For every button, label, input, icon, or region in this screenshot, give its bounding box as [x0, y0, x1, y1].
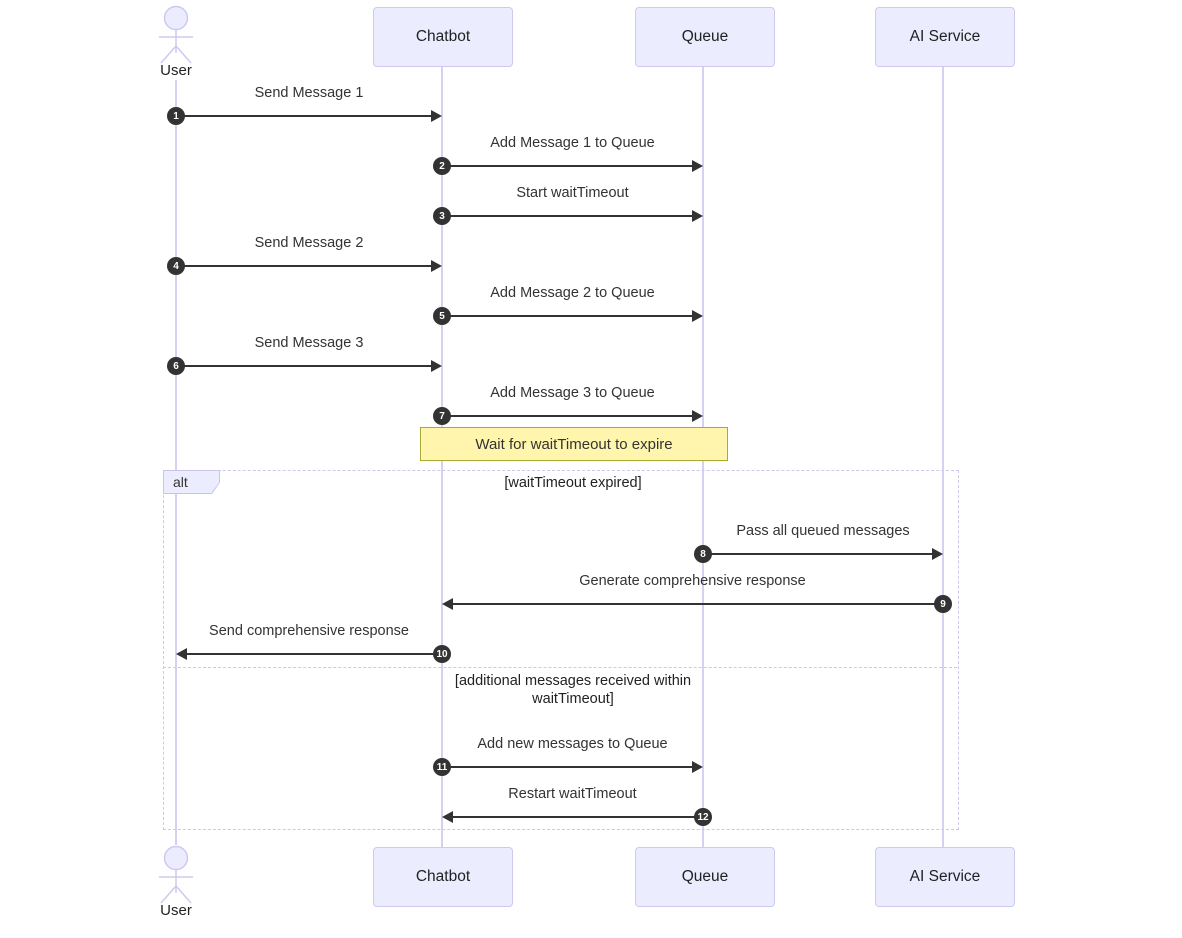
note-box: Wait for waitTimeout to expire	[420, 427, 728, 461]
message-arrow-line	[444, 315, 698, 317]
message-arrow-line	[447, 603, 941, 605]
sequence-number-badge: 3	[433, 207, 451, 225]
user-stick-figure-top	[159, 5, 193, 64]
message-5: Add Message 2 to Queue 5	[433, 285, 703, 325]
sequence-number-badge: 7	[433, 407, 451, 425]
arrowhead-icon	[176, 648, 187, 660]
alt-frame	[163, 470, 959, 830]
actor-label-user-bottom: User	[160, 902, 192, 919]
message-label: Add Message 1 to Queue	[490, 135, 655, 151]
arrowhead-icon	[932, 548, 943, 560]
message-label: Generate comprehensive response	[579, 573, 806, 589]
message-arrow-line	[705, 553, 938, 555]
user-stick-figure-bottom	[159, 845, 193, 904]
arrowhead-icon	[431, 110, 442, 122]
participant-ai-service-top: AI Service	[875, 7, 1015, 67]
arrowhead-icon	[692, 310, 703, 322]
arrowhead-icon	[692, 160, 703, 172]
message-arrow-line	[444, 215, 698, 217]
message-12: Restart waitTimeout 12	[442, 786, 712, 826]
participant-queue-top: Queue	[635, 7, 775, 67]
sequence-number-badge: 2	[433, 157, 451, 175]
participant-chatbot-bottom: Chatbot	[373, 847, 513, 907]
message-arrow-line	[444, 165, 698, 167]
message-label: Send Message 2	[254, 235, 364, 251]
message-arrow-line	[444, 766, 698, 768]
message-2: Add Message 1 to Queue 2	[433, 135, 703, 175]
message-6: Send Message 3 6	[167, 335, 442, 375]
alt-condition-1: [waitTimeout expired]	[504, 475, 642, 491]
message-8: Pass all queued messages 8	[694, 523, 943, 563]
sequence-number-badge: 8	[694, 545, 712, 563]
sequence-number-badge: 5	[433, 307, 451, 325]
message-label: Start waitTimeout	[516, 185, 629, 201]
message-label: Add Message 2 to Queue	[490, 285, 655, 301]
message-9: Generate comprehensive response 9	[442, 573, 952, 613]
arrowhead-icon	[692, 210, 703, 222]
message-label: Send comprehensive response	[209, 623, 409, 639]
alt-label-tag: alt	[163, 470, 220, 494]
message-label: Pass all queued messages	[736, 523, 910, 539]
lifeline-ai-service	[942, 65, 944, 847]
participant-queue-bottom: Queue	[635, 847, 775, 907]
sequence-number-badge: 12	[694, 808, 712, 826]
arrowhead-icon	[442, 598, 453, 610]
sequence-number-badge: 6	[167, 357, 185, 375]
sequence-number-badge: 1	[167, 107, 185, 125]
arrowhead-icon	[431, 260, 442, 272]
message-11: Add new messages to Queue 11	[433, 736, 703, 776]
message-label: Add Message 3 to Queue	[490, 385, 655, 401]
message-arrow-line	[444, 415, 698, 417]
message-arrow-line	[181, 653, 440, 655]
arrowhead-icon	[442, 811, 453, 823]
message-arrow-line	[447, 816, 701, 818]
arrowhead-icon	[692, 410, 703, 422]
lifeline-user	[175, 80, 177, 845]
arrowhead-icon	[692, 761, 703, 773]
sequence-number-badge: 9	[934, 595, 952, 613]
alt-label-text: alt	[164, 471, 219, 493]
message-label: Send Message 1	[254, 85, 364, 101]
message-4: Send Message 2 4	[167, 235, 442, 275]
actor-label-user-top: User	[160, 62, 192, 79]
sequence-number-badge: 4	[167, 257, 185, 275]
message-arrow-line	[178, 115, 437, 117]
message-10: Send comprehensive response 10	[176, 623, 451, 663]
arrowhead-icon	[431, 360, 442, 372]
alt-else-divider	[163, 667, 957, 668]
message-label: Add new messages to Queue	[477, 736, 668, 752]
alt-condition-2: [additional messages received within wai…	[454, 673, 692, 707]
message-arrow-line	[178, 365, 437, 367]
message-arrow-line	[178, 265, 437, 267]
message-7: Add Message 3 to Queue 7	[433, 385, 703, 425]
message-3: Start waitTimeout 3	[433, 185, 703, 225]
message-1: Send Message 1 1	[167, 85, 442, 125]
sequence-number-badge: 10	[433, 645, 451, 663]
message-label: Restart waitTimeout	[508, 786, 637, 802]
message-label: Send Message 3	[254, 335, 364, 351]
participant-chatbot-top: Chatbot	[373, 7, 513, 67]
participant-ai-service-bottom: AI Service	[875, 847, 1015, 907]
sequence-number-badge: 11	[433, 758, 451, 776]
